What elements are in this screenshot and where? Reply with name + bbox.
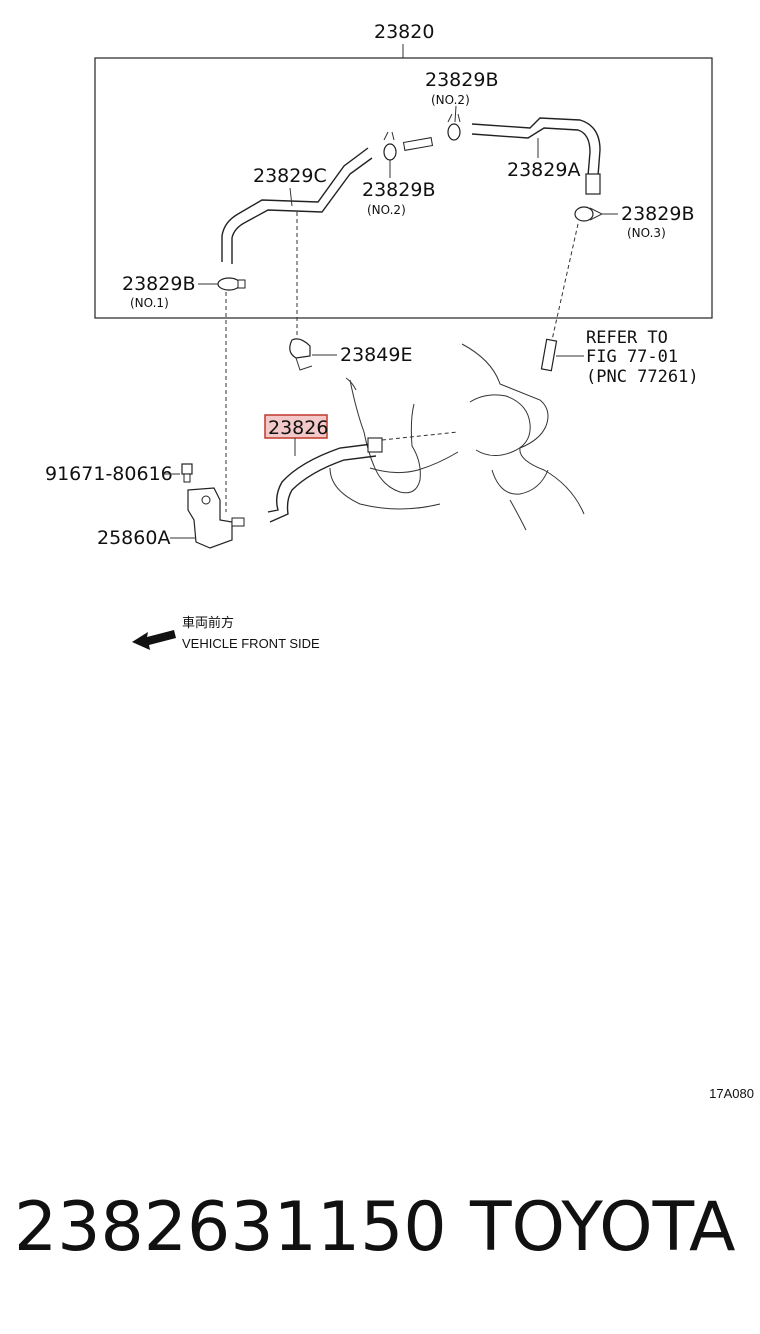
bolt-icon [181,463,193,483]
connector-pipe-icon [402,137,434,151]
refer-pipe-icon [540,338,558,372]
label-23826: 23826 [268,417,328,439]
leader-23829c [289,187,293,207]
highlight-box-23826 [264,414,328,439]
clip-23829b-no3-icon [574,206,604,222]
hose-23826-shape [267,443,373,513]
note-23829b-no2-mid: (NO.2) [367,203,406,217]
front-arrow-english: VEHICLE FRONT SIDE [182,636,320,651]
label-23829b-no1: 23829B [122,273,195,295]
front-arrow-japanese: 車両前方 [182,615,234,630]
refer-line-3: (PNC 77261) [586,367,699,387]
assembly-label: 23820 [374,21,434,43]
label-91671-80616: 91671-80616 [45,463,173,485]
valve-25860a-icon [187,487,245,549]
leader-23829b-no2-top [454,105,457,123]
hose-23829a-end [585,173,601,195]
label-23829b-no2-top: 23829B [425,69,498,91]
guide-line-refer [551,223,579,341]
label-23829b-no2-mid: 23829B [362,179,435,201]
hose-23826-shape-inner [269,455,377,523]
hose-23829a-shape-inner [471,127,591,177]
clip-23829b-no1-icon [217,277,246,291]
front-arrow-icon [132,630,176,650]
hose-23829a-shape [471,117,601,177]
note-23829b-no1: (NO.1) [130,296,169,310]
engine-outline [329,343,585,531]
figure-code: 17A080 [709,1086,754,1101]
clip-23829b-no2-mid-icon [383,131,397,161]
parts-diagram: 23820 23829C 23829B (NO.1) 23829B (NO.2)… [45,21,713,651]
part-number: 2382631150 [14,1188,447,1267]
hose-23826-end [367,437,383,453]
guide-line-port [381,431,459,441]
label-23829c: 23829C [253,165,327,187]
label-23829a: 23829A [507,159,580,181]
refer-line-2: FIG 77-01 [586,347,678,367]
label-25860a: 25860A [97,527,170,549]
label-23829b-no3: 23829B [621,203,694,225]
note-23829b-no3: (NO.3) [627,226,666,240]
clip-23829b-no2-top-icon [447,113,461,141]
hose-23829c-shape [221,147,369,262]
refer-line-1: REFER TO [586,328,668,348]
clamp-23849e-icon [289,338,313,371]
note-23829b-no2-top: (NO.2) [431,93,470,107]
label-23849e: 23849E [340,344,412,366]
brand-name: TOYOTA [470,1188,736,1267]
footer-caption: 2382631150 TOYOTA [14,1188,754,1268]
assembly-box [94,57,713,319]
hose-23829c-shape-inner [231,157,373,264]
